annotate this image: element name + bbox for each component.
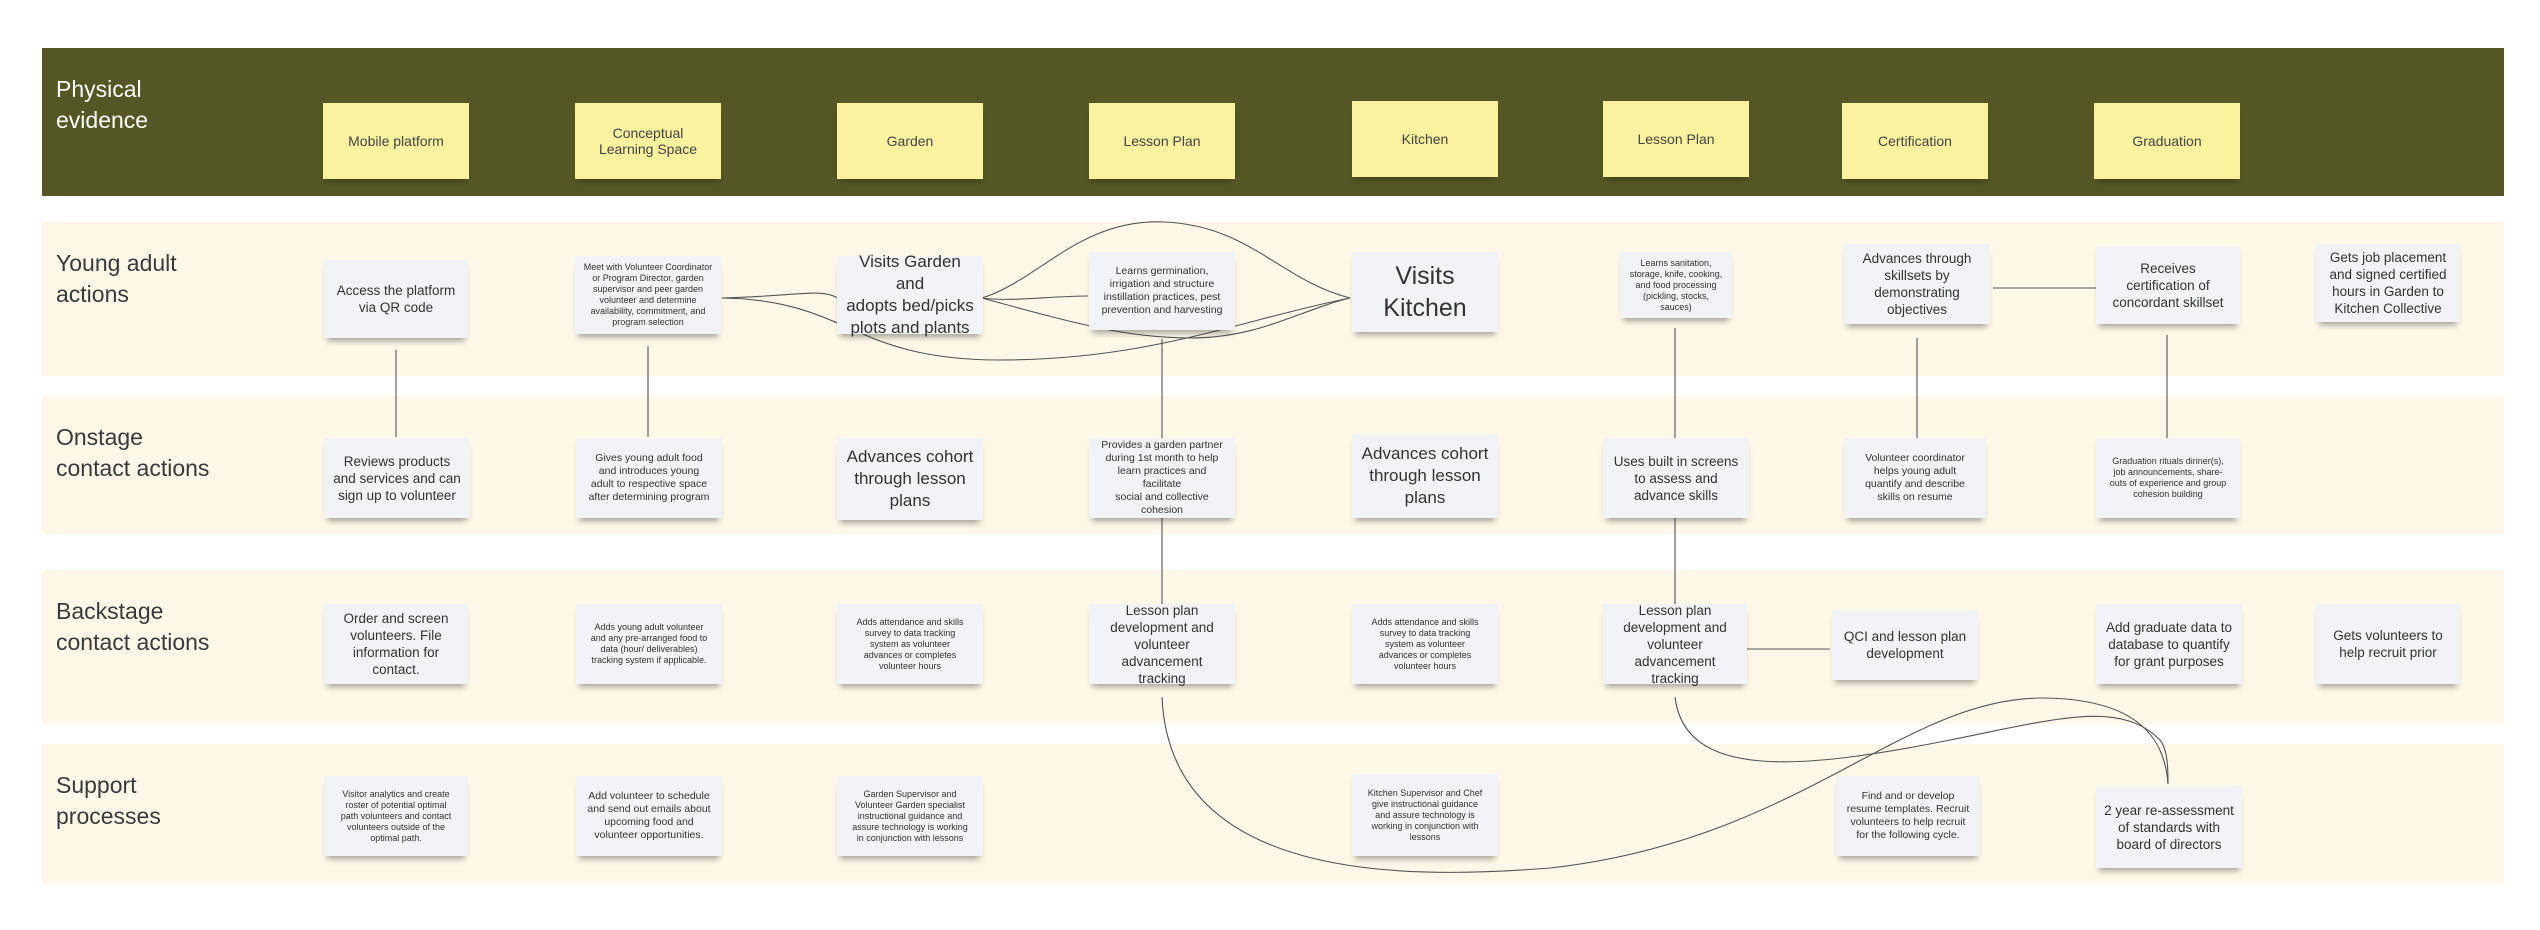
evidence-kitchen: Kitchen [1352, 101, 1498, 177]
young-access-platform: Access the platform via QR code [324, 260, 468, 338]
onstage-garden-partner: Provides a garden partner during 1st mon… [1089, 438, 1235, 518]
young-meet-coordinator: Meet with Volunteer Coordinator or Progr… [575, 256, 721, 334]
onstage-built-in-screens: Uses built in screens to assess and adva… [1603, 438, 1749, 518]
young-learns-sanitation: Learns sanitation, storage, knife, cooki… [1620, 252, 1732, 318]
onstage-gives-food: Gives young adult food and introduces yo… [576, 438, 722, 518]
onstage-advances-cohort: Advances cohort through lesson plans [837, 438, 983, 520]
backstage-qci-lesson-plan: QCI and lesson plan development [1832, 610, 1978, 680]
backstage-add-graduate-data: Add graduate data to database to quantif… [2096, 604, 2242, 684]
lane-title: Support processes [56, 772, 161, 829]
support-garden-supervisor: Garden Supervisor and Volunteer Garden s… [837, 776, 983, 856]
evidence-conceptual-learning-space: Conceptual Learning Space [575, 103, 721, 179]
lane-title: Young adult actions [56, 250, 177, 307]
support-kitchen-supervisor: Kitchen Supervisor and Chef give instruc… [1352, 774, 1498, 856]
evidence-mobile-platform: Mobile platform [323, 103, 469, 179]
evidence-lesson-plan: Lesson Plan [1089, 103, 1235, 179]
lane-title: Backstage contact actions [56, 598, 210, 655]
backstage-adds-young-adult: Adds young adult volunteer and any pre-a… [576, 604, 722, 684]
backstage-order-screen: Order and screen volunteers. File inform… [324, 604, 468, 684]
onstage-reviews-products: Reviews products and services and can si… [324, 438, 470, 518]
backstage-adds-attendance: Adds attendance and skills survey to dat… [837, 604, 983, 684]
support-add-volunteer-schedule: Add volunteer to schedule and send out e… [576, 776, 722, 856]
backstage-gets-volunteers: Gets volunteers to help recruit prior [2316, 604, 2460, 684]
support-visitor-analytics: Visitor analytics and create roster of p… [324, 776, 468, 856]
backstage-lesson-plan-dev: Lesson plan development and volunteer ad… [1603, 603, 1747, 686]
support-resume-templates: Find and or develop resume templates. Re… [1836, 776, 1980, 856]
young-gets-job-placement: Gets job placement and signed certified … [2316, 244, 2460, 322]
young-visits-garden: Visits Garden and adopts bed/picks plots… [837, 252, 983, 337]
backstage-adds-attendance: Adds attendance and skills survey to dat… [1352, 604, 1498, 684]
lane-title: Onstage contact actions [56, 424, 210, 481]
onstage-graduation-rituals: Graduation rituals dinner(s), job announ… [2096, 438, 2240, 518]
lane-title: Physical evidence [56, 76, 149, 133]
evidence-graduation: Graduation [2094, 103, 2240, 179]
young-receives-certification: Receives certification of concordant ski… [2096, 246, 2240, 324]
backstage-lesson-plan-dev: Lesson plan development and volunteer ad… [1089, 603, 1235, 686]
support-two-year-reassessment: 2 year re-assessment of standards with b… [2096, 786, 2242, 868]
onstage-advances-cohort: Advances cohort through lesson plans [1352, 434, 1498, 518]
evidence-certification: Certification [1842, 103, 1988, 179]
onstage-volunteer-coordinator: Volunteer coordinator helps young adult … [1844, 438, 1986, 518]
young-visits-kitchen: Visits Kitchen [1352, 252, 1498, 332]
young-advances-skillsets: Advances through skillsets by demonstrat… [1844, 244, 1990, 324]
evidence-lesson-plan: Lesson Plan [1603, 101, 1749, 177]
evidence-garden: Garden [837, 103, 983, 179]
young-learns-germination: Learns germination, irrigation and struc… [1089, 252, 1235, 330]
